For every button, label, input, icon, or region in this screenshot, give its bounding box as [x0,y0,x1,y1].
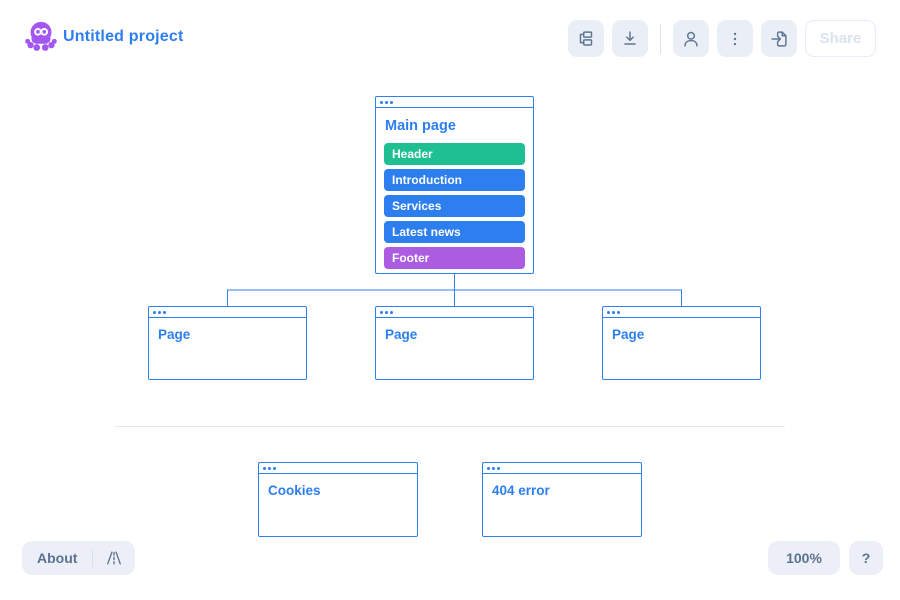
node-main-page[interactable]: Main page Header Introduction Services L… [375,96,534,274]
user-icon [684,31,698,47]
node-title[interactable]: Main page [385,118,456,134]
node-options-dots[interactable] [259,463,417,474]
kebab-menu-icon [733,32,737,45]
sign-in-button[interactable] [761,20,797,57]
share-button[interactable]: Share [805,20,876,57]
download-icon [624,30,636,45]
about-button[interactable]: About [37,550,78,566]
node-title[interactable]: Cookies [268,483,321,498]
node-title[interactable]: Page [612,327,645,342]
project-title[interactable]: Untitled project [63,28,184,45]
account-button[interactable] [673,20,709,57]
section-divider [115,426,785,427]
toolbar-divider [660,23,661,54]
more-options-button[interactable] [717,20,753,57]
about-divider [92,549,94,567]
block-services[interactable]: Services [384,195,525,217]
block-introduction[interactable]: Introduction [384,169,525,191]
node-options-dots[interactable] [149,307,306,318]
node-options-dots[interactable] [603,307,760,318]
road-icon [107,551,122,565]
sitemap-icon [579,30,593,46]
block-latest-news[interactable]: Latest news [384,221,525,243]
node-page-2[interactable]: Page [375,306,534,380]
header-toolbar: Share [568,20,876,57]
node-cookies[interactable]: Cookies [258,462,418,537]
node-page-1[interactable]: Page [148,306,307,380]
block-footer[interactable]: Footer [384,247,525,269]
block-list: Header Introduction Services Latest news… [376,143,533,269]
node-title[interactable]: Page [385,327,418,342]
zoom-level-button[interactable]: 100% [768,541,840,575]
node-options-dots[interactable] [376,97,533,108]
help-button[interactable]: ? [849,541,883,575]
node-404-error[interactable]: 404 error [482,462,642,537]
node-title[interactable]: 404 error [492,483,550,498]
download-button[interactable] [612,20,648,57]
node-options-dots[interactable] [483,463,641,474]
node-title[interactable]: Page [158,327,191,342]
node-page-3[interactable]: Page [602,306,761,380]
node-options-dots[interactable] [376,307,533,318]
sitemap-view-button[interactable] [568,20,604,57]
octopus-logo[interactable] [22,19,60,57]
about-group: About [22,541,136,575]
block-header[interactable]: Header [384,143,525,165]
sign-in-icon [771,30,787,47]
roadmap-button[interactable] [93,541,135,575]
